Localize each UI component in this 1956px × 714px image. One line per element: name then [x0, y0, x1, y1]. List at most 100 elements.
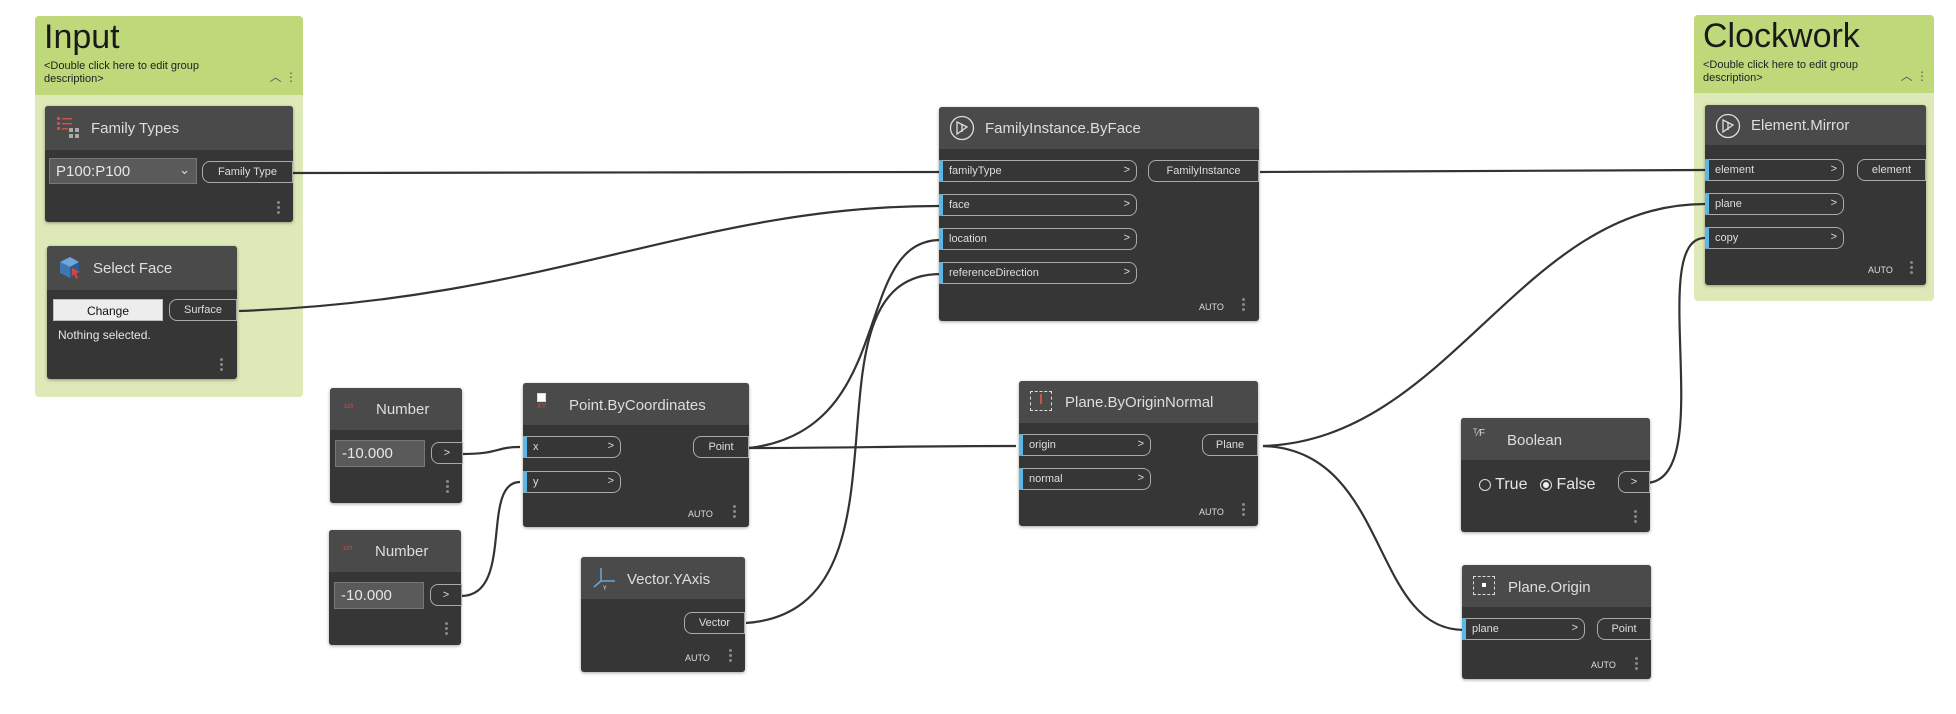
node-menu-icon[interactable] — [1634, 510, 1637, 523]
radio-unchecked-icon — [1479, 478, 1491, 491]
boolean-node[interactable]: ᵀ⁄F Boolean True False > — [1461, 418, 1650, 532]
node-header[interactable]: Element.Mirror — [1705, 105, 1926, 145]
input-port-y[interactable]: y> — [523, 471, 621, 493]
lacing-label[interactable]: AUTO — [1199, 507, 1224, 517]
output-port-point[interactable]: Point — [693, 436, 749, 458]
node-header[interactable]: Plane.Origin — [1462, 565, 1651, 607]
family-types-node[interactable]: Family Types P100:P100 ⌄ Family Type — [45, 106, 293, 222]
collapse-chevron-icon[interactable]: ︿ ⋮ — [1900, 69, 1928, 83]
boolean-icon: ᵀ⁄F — [1473, 428, 1486, 439]
plane-point-icon — [1473, 576, 1495, 595]
group-description[interactable]: <Double click here to edit group descrip… — [44, 60, 200, 85]
lacing-label[interactable]: AUTO — [1868, 265, 1893, 275]
dropdown-value: P100:P100 — [56, 163, 131, 180]
output-port-element[interactable]: element — [1857, 159, 1926, 181]
node-menu-icon[interactable] — [446, 480, 449, 493]
lacing-label[interactable]: AUTO — [1199, 302, 1224, 312]
number-node-2[interactable]: ¹²³ Number -10.000 > — [329, 530, 462, 645]
input-port-familytype[interactable]: familyType> — [939, 160, 1137, 182]
node-menu-icon[interactable] — [733, 505, 736, 518]
node-title: Element.Mirror — [1751, 117, 1850, 134]
lacing-label[interactable]: AUTO — [1591, 660, 1616, 670]
wire-boolean-copy — [1644, 236, 1706, 485]
input-port-element[interactable]: element> — [1705, 159, 1844, 181]
element-mirror-node[interactable]: Element.Mirror element> plane> copy> ele… — [1705, 105, 1926, 285]
plane-origin-node[interactable]: Plane.Origin plane> Point AUTO — [1462, 565, 1651, 679]
node-menu-icon[interactable] — [729, 649, 732, 662]
wire-surface — [238, 204, 942, 313]
node-menu-icon[interactable] — [1242, 298, 1245, 311]
node-header[interactable]: Plane.ByOriginNormal — [1019, 381, 1258, 423]
group-title: Input — [44, 18, 120, 56]
axis-icon: Y — [593, 568, 615, 591]
collapse-chevron-icon[interactable]: ︿ ⋮ — [269, 70, 297, 84]
output-port-family-type[interactable]: Family Type — [202, 161, 293, 183]
false-radio[interactable]: False — [1540, 476, 1596, 494]
number-icon: ¹²³ — [343, 544, 352, 554]
node-menu-icon[interactable] — [277, 201, 280, 214]
input-port-copy[interactable]: copy> — [1705, 227, 1844, 249]
input-port-plane[interactable]: plane> — [1705, 193, 1844, 215]
output-port[interactable]: > — [431, 442, 463, 464]
number-input[interactable]: -10.000 — [335, 440, 425, 467]
point-by-coordinates-node[interactable]: XY Point.ByCoordinates x> y> Point AUTO — [523, 383, 749, 527]
change-selection-button[interactable]: Change — [53, 299, 163, 321]
node-header[interactable]: Select Face — [47, 246, 237, 290]
vector-yaxis-node[interactable]: Y Vector.YAxis Vector AUTO — [581, 557, 745, 672]
output-port-point[interactable]: Point — [1597, 618, 1651, 640]
node-title: Boolean — [1507, 432, 1563, 449]
input-port-location[interactable]: location> — [939, 228, 1137, 250]
node-header[interactable]: FamilyInstance.ByFace — [939, 107, 1259, 149]
wire-number1-x — [460, 445, 521, 456]
node-header[interactable]: ¹²³ Number — [329, 530, 461, 572]
output-port[interactable]: > — [430, 584, 462, 606]
select-face-node[interactable]: Select Face Change Nothing selected. Sur… — [47, 246, 237, 379]
node-title: Plane.Origin — [1508, 579, 1591, 596]
wire-plane-plane — [1262, 202, 1706, 448]
node-title: Plane.ByOriginNormal — [1065, 394, 1214, 411]
group-description[interactable]: <Double click here to edit group descrip… — [1703, 59, 1859, 84]
node-header[interactable]: XY Point.ByCoordinates — [523, 383, 749, 425]
plane-by-origin-normal-node[interactable]: Plane.ByOriginNormal origin> normal> Pla… — [1019, 381, 1258, 526]
wire-familytype — [291, 170, 942, 175]
output-port-familyinstance[interactable]: FamilyInstance — [1148, 160, 1259, 182]
node-header[interactable]: ᵀ⁄F Boolean — [1461, 418, 1650, 460]
lacing-label[interactable]: AUTO — [685, 653, 710, 663]
input-port-x[interactable]: x> — [523, 436, 621, 458]
node-title: Point.ByCoordinates — [569, 397, 706, 414]
node-header[interactable]: Family Types — [45, 106, 293, 150]
node-title: Vector.YAxis — [627, 571, 711, 588]
input-port-referencedirection[interactable]: referenceDirection> — [939, 262, 1137, 284]
lacing-label[interactable]: AUTO — [688, 509, 713, 519]
output-port-surface[interactable]: Surface — [169, 299, 237, 321]
node-menu-icon[interactable] — [220, 358, 223, 371]
node-menu-icon[interactable] — [1910, 261, 1913, 274]
node-menu-icon[interactable] — [1635, 657, 1638, 670]
input-port-origin[interactable]: origin> — [1019, 434, 1151, 456]
number-input[interactable]: -10.000 — [334, 582, 424, 609]
node-title: Number — [376, 401, 430, 418]
node-header[interactable]: ¹²³ Number — [330, 388, 462, 430]
output-port-vector[interactable]: Vector — [684, 612, 745, 634]
wire-familyinstance-element — [1259, 168, 1706, 174]
family-instance-by-face-node[interactable]: FamilyInstance.ByFace familyType> face> … — [939, 107, 1259, 321]
node-header[interactable]: Y Vector.YAxis — [581, 557, 745, 599]
input-port-normal[interactable]: normal> — [1019, 468, 1151, 490]
point-xy-icon: XY — [537, 393, 546, 410]
input-group-header[interactable]: Input <Double click here to edit group d… — [35, 16, 303, 95]
input-port-face[interactable]: face> — [939, 194, 1137, 216]
clockwork-group-header[interactable]: Clockwork <Double click here to edit gro… — [1694, 15, 1934, 93]
family-type-dropdown[interactable]: P100:P100 ⌄ — [49, 158, 197, 184]
output-port[interactable]: > — [1618, 471, 1650, 493]
node-title: Number — [375, 543, 429, 560]
input-port-plane[interactable]: plane> — [1462, 618, 1585, 640]
group-title: Clockwork — [1703, 17, 1860, 55]
number-node-1[interactable]: ¹²³ Number -10.000 > — [330, 388, 463, 503]
output-port-plane[interactable]: Plane — [1202, 434, 1258, 456]
revit-element-icon — [949, 115, 975, 141]
true-radio[interactable]: True — [1479, 476, 1527, 494]
node-menu-icon[interactable] — [1242, 503, 1245, 516]
node-menu-icon[interactable] — [445, 622, 448, 635]
